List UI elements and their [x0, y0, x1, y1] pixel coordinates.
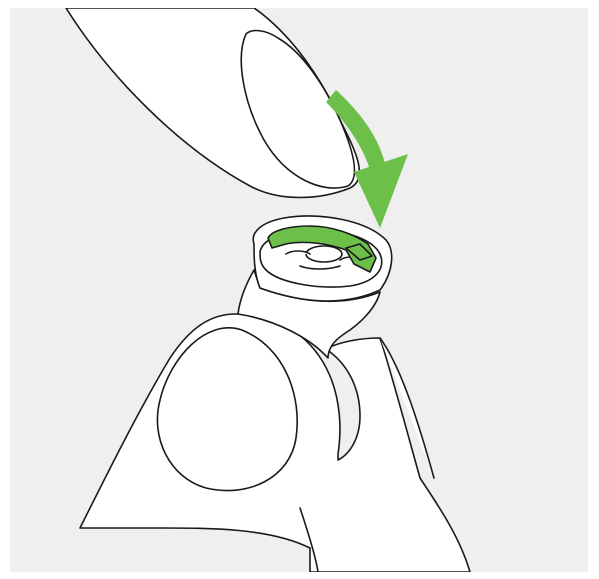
hand-icon	[80, 314, 470, 572]
finger-icon	[66, 8, 359, 198]
illustration-svg	[10, 8, 588, 572]
illustration-panel	[10, 8, 588, 572]
